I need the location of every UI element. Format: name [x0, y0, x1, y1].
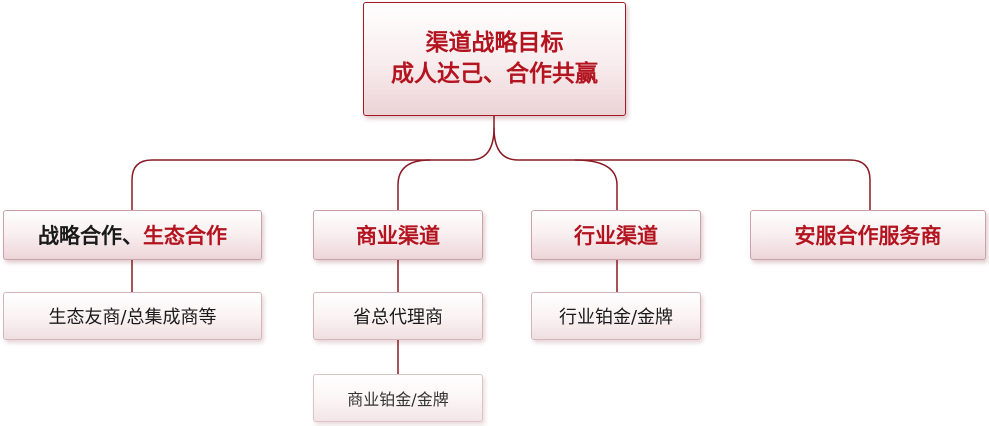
branch-security-label: 安服合作服务商: [794, 224, 942, 248]
node-industry-platinum-gold: 行业铂金/金牌: [531, 292, 701, 340]
branch-strategic-ecosystem: 战略合作、生态合作: [3, 210, 262, 260]
branch-security-service-partner: 安服合作服务商: [750, 210, 986, 260]
connector-branch-industry: [574, 159, 618, 211]
node-commercial-platinum-gold-label: 商业铂金/金牌: [347, 390, 449, 409]
connector-root-stem: [131, 115, 495, 211]
strategy-goal-line1: 渠道战略目标: [425, 30, 564, 56]
branch-ecosystem-label: 生态合作: [143, 224, 227, 248]
node-eco-partners-label: 生态友商/总集成商等: [48, 307, 217, 328]
node-provincial-distributor: 省总代理商: [313, 292, 483, 340]
branch-industry-channel: 行业渠道: [531, 210, 701, 260]
node-commercial-platinum-gold: 商业铂金/金牌: [313, 374, 483, 422]
branch-commercial-label: 商业渠道: [356, 224, 440, 248]
connector-root-stem-right: [493, 127, 871, 211]
branch-commercial-channel: 商业渠道: [313, 210, 483, 260]
strategy-goal-line2: 成人达己、合作共赢: [391, 61, 598, 87]
connector-branch-commercial: [397, 159, 431, 211]
node-provincial-distributor-label: 省总代理商: [353, 307, 443, 328]
branch-industry-label: 行业渠道: [574, 224, 658, 248]
branch-strategic-label: 战略合作、: [38, 224, 143, 248]
node-eco-partners: 生态友商/总集成商等: [3, 292, 262, 340]
node-industry-platinum-gold-label: 行业铂金/金牌: [558, 307, 674, 328]
strategy-goal-box: 渠道战略目标 成人达己、合作共赢: [363, 2, 626, 116]
